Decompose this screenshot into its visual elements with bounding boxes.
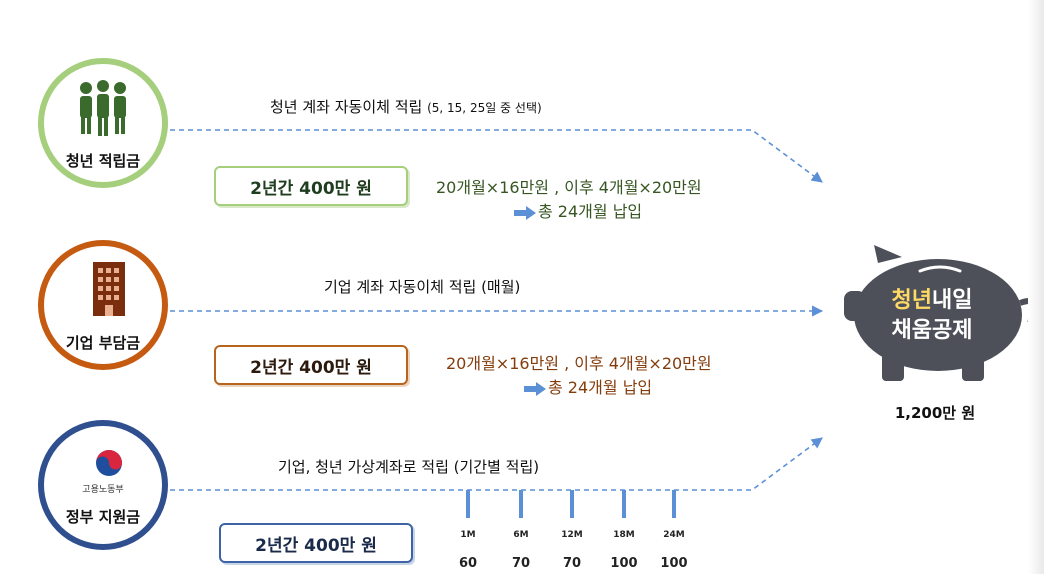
company-amount-pill: 2년간 400만 원 xyxy=(214,345,408,385)
company-plan-line2: 총 24개월 납입 xyxy=(548,378,653,397)
timeline-value: 70 xyxy=(511,556,531,571)
timeline-value: 100 xyxy=(610,556,638,571)
youth-plan-line2-wrap: 총 24개월 납입 xyxy=(514,198,702,222)
youth-connector-main: 청년 계좌 자동이체 적립 xyxy=(270,98,423,116)
product-title: 청년내일 채움공제 xyxy=(872,286,992,346)
timeline-label: 12M xyxy=(561,530,583,540)
product-title-rest: 내일 xyxy=(932,288,973,313)
youth-amount-pill: 2년간 400만 원 xyxy=(214,166,408,206)
government-connector xyxy=(170,437,823,491)
youth-payment-plan: 20개월×16만원 , 이후 4개월×20만원 총 24개월 납입 xyxy=(436,174,702,222)
youth-connector-text: 청년 계좌 자동이체 적립 (5, 15, 25일 중 선택) xyxy=(270,96,542,117)
company-node-label: 기업 부담금 xyxy=(65,334,141,352)
timeline-tick xyxy=(622,490,626,518)
right-arrow-icon xyxy=(524,381,546,396)
right-arrow-icon xyxy=(514,205,536,220)
building-icon xyxy=(93,262,125,316)
timeline-value: 100 xyxy=(660,556,688,571)
timeline-tick xyxy=(466,490,470,518)
timeline-label: 24M xyxy=(663,530,685,540)
youth-connector-detail: (5, 15, 25일 중 선택) xyxy=(427,101,542,115)
youth-savings-node: 청년 적립금 xyxy=(38,58,168,188)
timeline-tick xyxy=(570,490,574,518)
product-title-line2: 채움공제 xyxy=(891,318,973,343)
people-icon xyxy=(80,80,126,136)
piggy-bank-icon xyxy=(844,245,1042,381)
page-edge xyxy=(1028,0,1044,574)
government-logo xyxy=(96,450,122,476)
company-payment-plan: 20개월×16만원 , 이후 4개월×20만원 총 24개월 납입 xyxy=(446,350,712,398)
government-node-label: 정부 지원금 xyxy=(65,508,141,526)
timeline-tick xyxy=(672,490,676,518)
timeline-value: 60 xyxy=(458,556,478,571)
timeline-label: 6M xyxy=(513,530,529,540)
timeline-tick xyxy=(519,490,523,518)
youth-node-label: 청년 적립금 xyxy=(65,152,141,170)
product-title-line1: 청년내일 xyxy=(872,286,992,316)
youth-plan-line2: 총 24개월 납입 xyxy=(538,202,643,221)
government-support-node: 고용노동부 정부 지원금 xyxy=(38,420,168,550)
timeline-value: 70 xyxy=(562,556,582,571)
timeline-label: 1M xyxy=(460,530,476,540)
company-contribution-node: 기업 부담금 xyxy=(38,240,168,370)
product-title-highlight: 청년 xyxy=(891,288,932,313)
government-logo-text: 고용노동부 xyxy=(82,485,124,495)
youth-connector xyxy=(170,129,823,183)
company-plan-line1: 20개월×16만원 , 이후 4개월×20만원 xyxy=(446,354,712,373)
government-connector-text: 기업, 청년 가상계좌로 적립 (기간별 적립) xyxy=(278,458,540,476)
company-connector-text: 기업 계좌 자동이체 적립 (매월) xyxy=(324,278,521,296)
company-plan-line2-wrap: 총 24개월 납입 xyxy=(524,374,712,398)
timeline-label: 18M xyxy=(613,530,635,540)
total-amount: 1,200만 원 xyxy=(894,404,976,422)
government-amount-pill: 2년간 400만 원 xyxy=(219,523,413,563)
youth-plan-line1: 20개월×16만원 , 이후 4개월×20만원 xyxy=(436,178,702,197)
